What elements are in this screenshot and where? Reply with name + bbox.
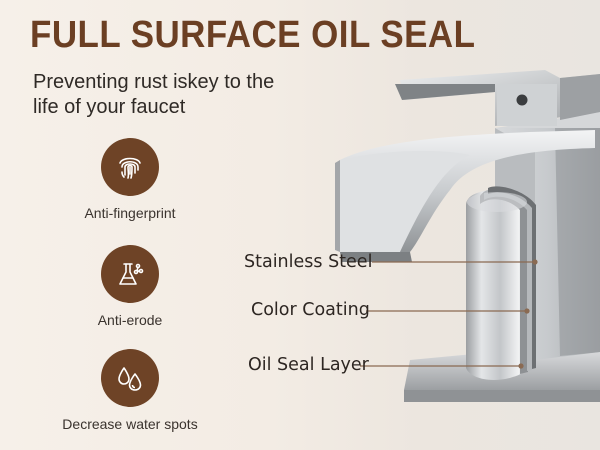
feature-icon-badge — [101, 138, 159, 196]
layer-cutaway — [466, 186, 536, 380]
feature-anti-fingerprint: Anti-fingerprint — [40, 138, 220, 221]
waterfall-spout — [335, 130, 595, 262]
feature-anti-erode: Anti-erode — [40, 245, 220, 328]
page-subtitle: Preventing rust iskey to the life of you… — [33, 71, 275, 118]
feature-label: Anti-erode — [97, 312, 163, 328]
callout-stainless-steel: Stainless Steel — [244, 252, 373, 272]
callout-color-coating: Color Coating — [251, 300, 370, 320]
feature-label: Anti-fingerprint — [84, 205, 176, 221]
callout-oil-seal-layer: Oil Seal Layer — [248, 355, 369, 375]
leader-lines — [360, 259, 538, 369]
handle-screw-icon — [516, 94, 528, 106]
feature-label: Decrease water spots — [62, 416, 198, 432]
feature-icon-badge — [101, 245, 159, 303]
flask-icon — [119, 263, 144, 285]
feature-icon-badge — [101, 349, 159, 407]
faucet-handle — [395, 70, 600, 126]
fingerprint-icon — [119, 157, 141, 179]
feature-decrease-water-spots: Decrease water spots — [40, 349, 220, 432]
page-title: FULL SURFACE OIL SEAL — [30, 14, 476, 56]
water-drops-icon — [118, 367, 142, 391]
